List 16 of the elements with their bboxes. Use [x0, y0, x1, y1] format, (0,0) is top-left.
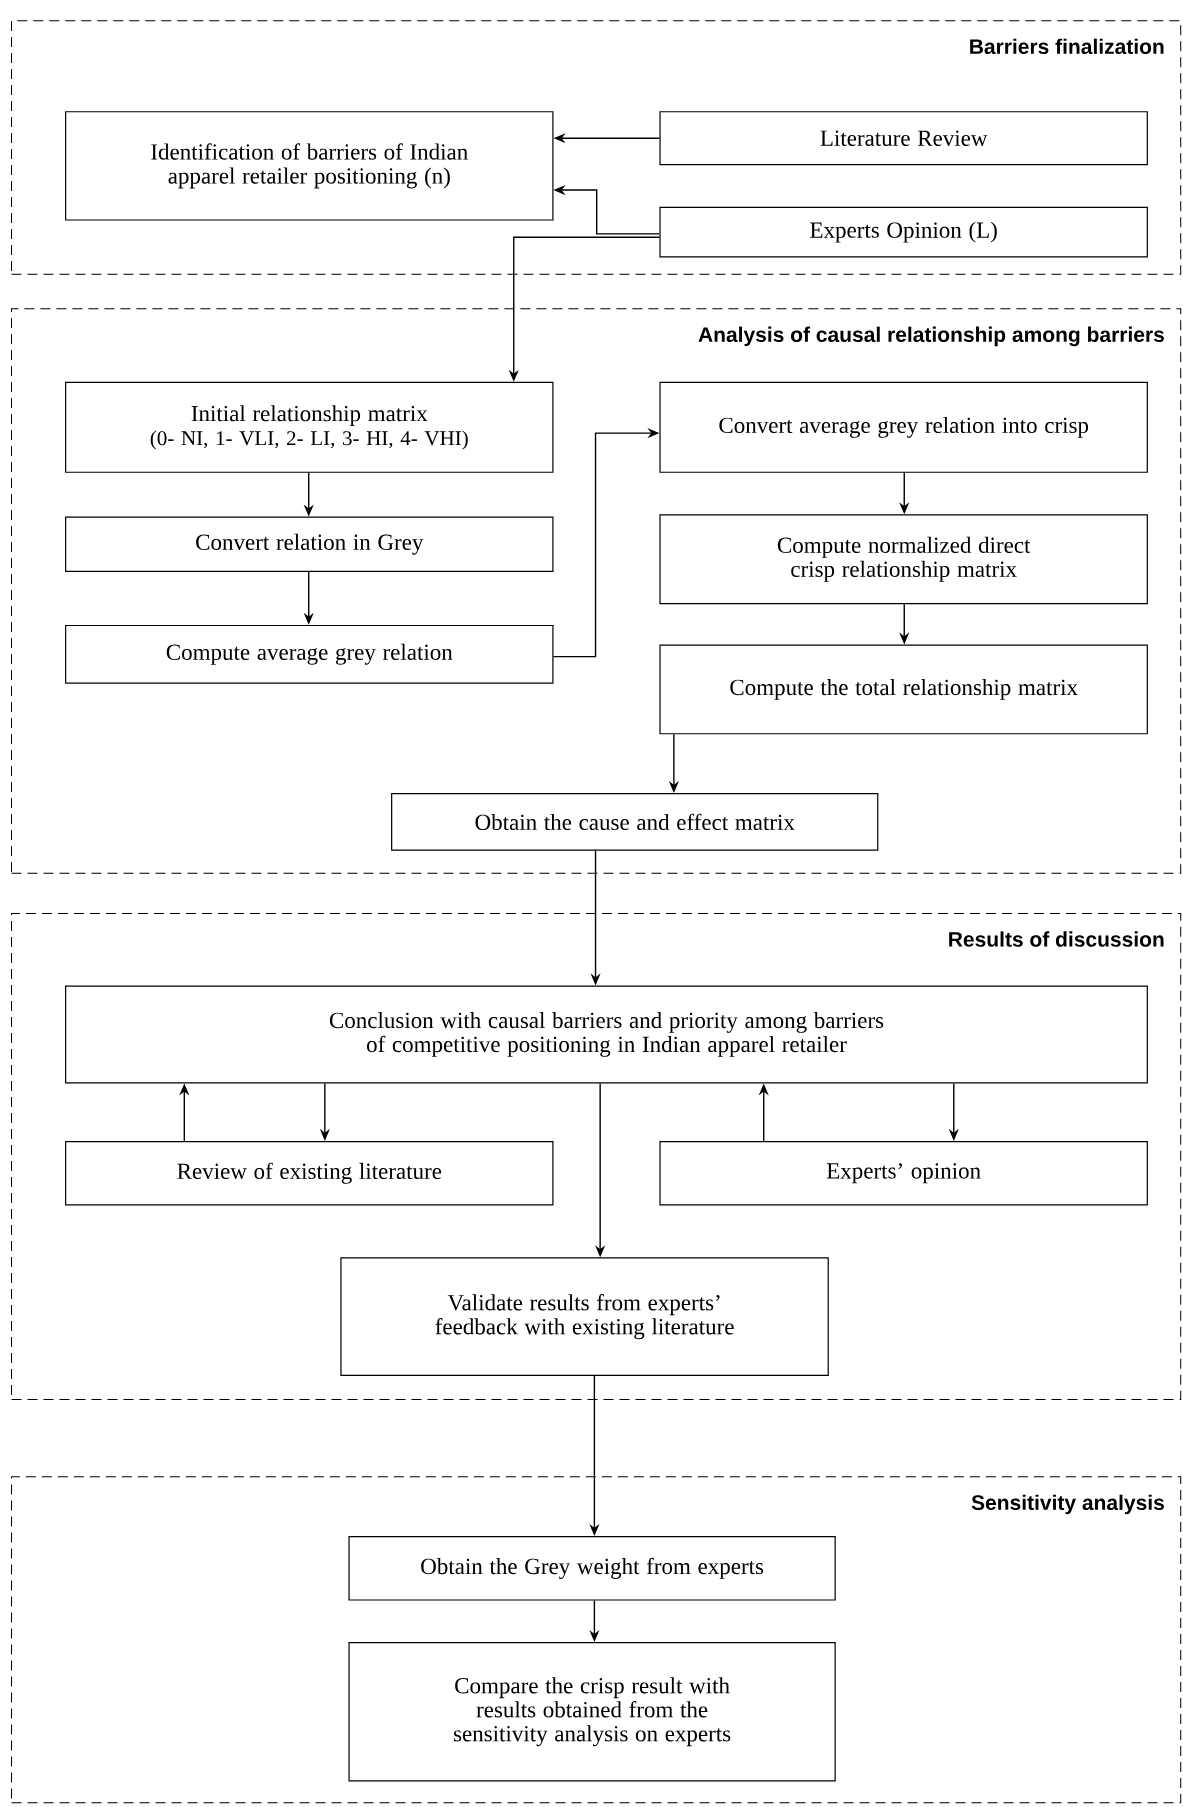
- process-box: Validate results from experts’ feedback with existing literature: [340, 1257, 829, 1376]
- process-box: Experts’ opinion: [659, 1140, 1148, 1206]
- process-box: Initial relationship matrix (0- NI, 1- VLI, 2- LI, 3- HI, 4- VHI): [65, 381, 554, 473]
- process-box: Review of existing literature: [65, 1140, 554, 1206]
- process-box: Compare the crisp result with results obtained from the sensitivity analysis on experts: [348, 1642, 836, 1782]
- process-box: Obtain the cause and effect matrix: [391, 793, 879, 851]
- process-box: Compute average grey relation: [65, 624, 554, 684]
- process-box: Obtain the Grey weight from experts: [348, 1536, 836, 1601]
- process-box: Literature Review: [659, 111, 1148, 166]
- process-box: Identification of barriers of Indian apparel retailer positioning (n): [65, 111, 554, 221]
- process-box: Experts Opinion (L): [659, 206, 1148, 258]
- process-box: Conclusion with causal barriers and priority among barriers of competitive positioning in Indian apparel retailer: [65, 985, 1148, 1084]
- process-box: Compute the total relationship matrix: [659, 644, 1148, 735]
- process-box: Convert average grey relation into crisp: [659, 381, 1148, 473]
- process-box: Compute normalized direct crisp relationship matrix: [659, 514, 1148, 605]
- process-box: Convert relation in Grey: [65, 516, 554, 572]
